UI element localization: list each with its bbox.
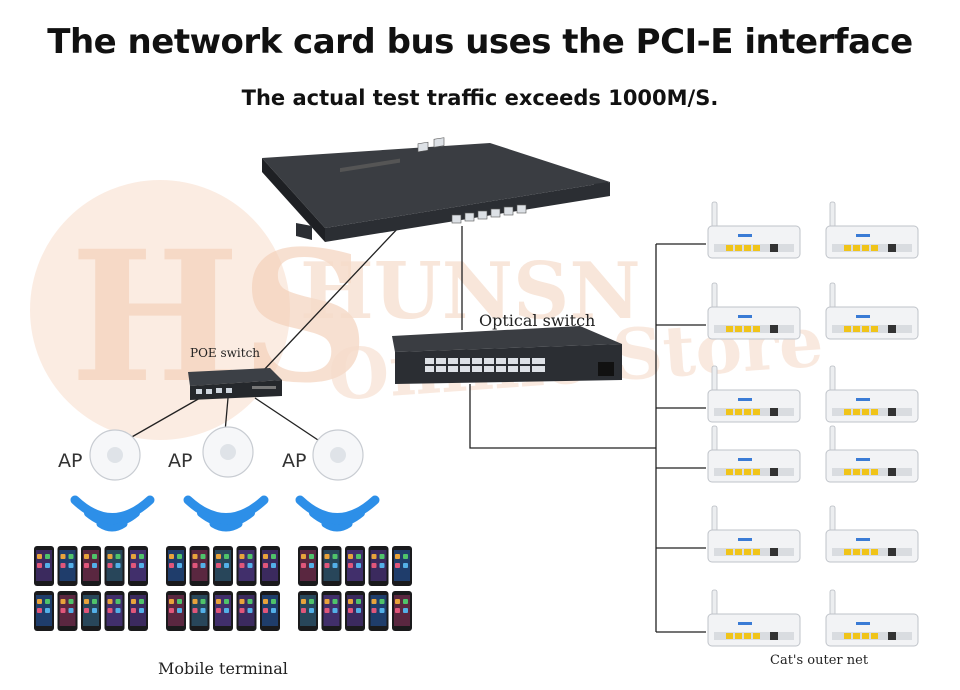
cpe-router-icon — [707, 425, 801, 483]
cpe-router-icon — [825, 365, 919, 423]
mobile-phone-icon — [345, 546, 365, 586]
mobile-phone-icon — [368, 591, 389, 631]
wifi-icon — [183, 495, 269, 532]
mobile-phone-icon — [104, 546, 125, 586]
mobile-phone-icon — [189, 546, 210, 586]
cpe-router-icon — [707, 505, 801, 563]
mobile-phone-icon — [81, 591, 101, 631]
mobile-phone-icon — [128, 546, 148, 586]
poe-switch-label: POE switch — [190, 346, 261, 360]
mobile-phone-icon — [368, 546, 389, 586]
cpe-router-icon — [707, 282, 801, 340]
mobile-phone-icon — [345, 591, 365, 631]
access-point-1 — [89, 429, 141, 481]
wifi-icon — [70, 495, 155, 532]
mobile-phone-icon — [213, 591, 233, 631]
cpe-router-icon — [825, 282, 919, 340]
cpe-router-icon — [707, 365, 801, 423]
page-title: The network card bus uses the PCI-E inte… — [47, 22, 913, 62]
mobile-phone-icon — [189, 591, 210, 631]
wifi-icon — [295, 495, 380, 532]
mobile-phone-icon — [236, 591, 257, 631]
mobile-phone-icon — [81, 546, 101, 586]
mobile-phone-icon — [321, 546, 342, 586]
outer-net-label: Cat's outer net — [770, 653, 869, 668]
ap-label-2: AP — [168, 450, 193, 472]
cpe-router-icon — [825, 589, 919, 647]
mobile-phone-icon — [298, 591, 318, 631]
mobile-terminal-label: Mobile terminal — [158, 659, 288, 678]
optical-switch-label: Optical switch — [479, 311, 596, 330]
access-point-2 — [202, 426, 254, 478]
mobile-phone-icon — [34, 591, 54, 631]
ap-label-1: AP — [58, 450, 83, 472]
mobile-phone-icon — [128, 591, 148, 631]
mobile-phone-icon — [321, 591, 342, 631]
mobile-phone-icon — [392, 591, 412, 631]
mobile-phone-icon — [298, 546, 318, 586]
cpe-router-icon — [825, 201, 919, 259]
mobile-phone-icon — [166, 546, 186, 586]
page-subtitle: The actual test traffic exceeds 1000M/S. — [241, 86, 719, 110]
mobile-phone-icon — [104, 591, 125, 631]
mobile-phone-icon — [260, 546, 280, 586]
mobile-phone-icon — [166, 591, 186, 631]
mobile-phone-icon — [260, 591, 280, 631]
mobile-phone-icon — [57, 591, 78, 631]
cpe-router-icon — [707, 589, 801, 647]
mobile-phone-icon — [57, 546, 78, 586]
mobile-phone-icon — [34, 546, 54, 586]
cpe-router-icon — [825, 505, 919, 563]
mobile-phone-icon — [213, 546, 233, 586]
cpe-router-icon — [825, 425, 919, 483]
ap-label-3: AP — [282, 450, 307, 472]
access-point-3 — [312, 429, 364, 481]
cpe-router-icon — [707, 201, 801, 259]
mobile-phone-icon — [392, 546, 412, 586]
mobile-phone-icon — [236, 546, 257, 586]
